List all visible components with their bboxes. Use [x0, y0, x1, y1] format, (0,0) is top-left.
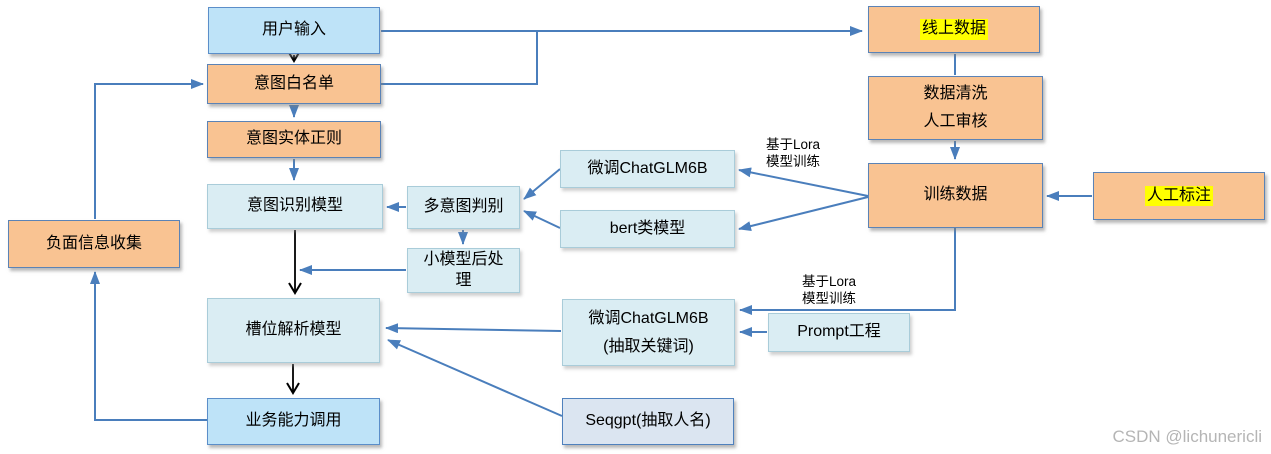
node-intent-recog-model: 意图识别模型: [207, 184, 383, 229]
node-human-label-label: 人工标注: [1144, 185, 1213, 207]
node-seqgpt: Seqgpt(抽取人名): [562, 398, 734, 445]
edge-label-lora-bottom: 基于Lora 模型训练: [802, 273, 856, 307]
node-bert-model-label: bert类模型: [609, 219, 686, 237]
node-seqgpt-label: Seqgpt(抽取人名): [585, 412, 711, 430]
node-ft-chatglm-bottom-line2: (抽取关键词): [603, 337, 694, 355]
edge-label-lora-bottom-line2: 模型训练: [802, 291, 856, 306]
node-slot-model: 槽位解析模型: [207, 298, 380, 363]
node-user-input-label: 用户输入: [261, 21, 326, 39]
edge-train-data-to-ft-chatglm-top: [738, 167, 869, 197]
node-intent-whitelist-label: 意图白名单: [253, 74, 334, 92]
node-multi-intent-label: 多意图判别: [423, 198, 504, 216]
node-data-clean-line1: 数据清洗: [923, 85, 988, 102]
edge-biz-call-to-negative-collect: [90, 271, 207, 421]
node-human-label: 人工标注: [1093, 172, 1265, 220]
node-bert-model: bert类模型: [560, 210, 735, 248]
node-slot-model-label: 槽位解析模型: [245, 321, 342, 339]
csdn-watermark: CSDN @lichunericli: [1112, 427, 1262, 446]
node-data-clean-line2: 人工审核: [923, 113, 988, 130]
node-train-data-label: 训练数据: [923, 186, 988, 204]
node-user-input: 用户输入: [208, 7, 380, 54]
edge-train-data-to-bert-model: [738, 196, 869, 231]
node-train-data: 训练数据: [868, 163, 1043, 228]
node-intent-whitelist: 意图白名单: [207, 64, 381, 104]
node-ft-chatglm-bottom: 微调ChatGLM6B (抽取关键词): [562, 299, 735, 366]
edge-label-lora-bottom-line1: 基于Lora: [802, 274, 857, 289]
node-data-clean: 数据清洗 人工审核: [868, 76, 1043, 140]
node-biz-call: 业务能力调用: [207, 398, 380, 445]
edge-label-lora-top: 基于Lora 模型训练: [766, 136, 820, 170]
edge-label-lora-top-line2: 模型训练: [766, 154, 820, 169]
edge-negative-collect-to-whitelist: [94, 79, 204, 219]
node-ft-chatglm-top-label: 微调ChatGLM6B: [587, 159, 708, 177]
node-ft-chatglm-top: 微调ChatGLM6B: [560, 150, 735, 188]
node-small-model-post-label: 小模型后处理: [423, 250, 504, 289]
node-negative-collect: 负面信息收集: [8, 220, 180, 268]
node-prompt-eng-label: Prompt工程: [797, 323, 881, 341]
node-intent-recog-model-label: 意图识别模型: [246, 197, 343, 215]
node-online-data-label: 线上数据: [919, 19, 988, 40]
edge-train-data-to-ft-chatglm-bottom: [739, 228, 956, 315]
edge-ft-chatglm-bottom-to-slot-model: [385, 323, 562, 334]
node-intent-entity-regex: 意图实体正则: [207, 121, 381, 158]
node-ft-chatglm-bottom-line1: 微调ChatGLM6B: [588, 309, 709, 327]
node-prompt-eng: Prompt工程: [768, 313, 910, 352]
node-intent-entity-regex-label: 意图实体正则: [245, 130, 342, 148]
edge-bert-model-to-multi-intent: [523, 210, 561, 229]
edge-label-lora-top-line1: 基于Lora: [766, 137, 821, 152]
edge-seqgpt-to-slot-model: [387, 339, 563, 417]
node-biz-call-label: 业务能力调用: [245, 412, 342, 430]
node-multi-intent: 多意图判别: [407, 186, 520, 229]
node-negative-collect-label: 负面信息收集: [45, 234, 142, 252]
node-small-model-post: 小模型后处理: [407, 248, 520, 293]
edge-whitelist-to-online-data-junction: [381, 32, 538, 85]
edge-ft-chatglm-top-to-multi-intent: [523, 168, 561, 200]
node-online-data: 线上数据: [868, 6, 1040, 53]
